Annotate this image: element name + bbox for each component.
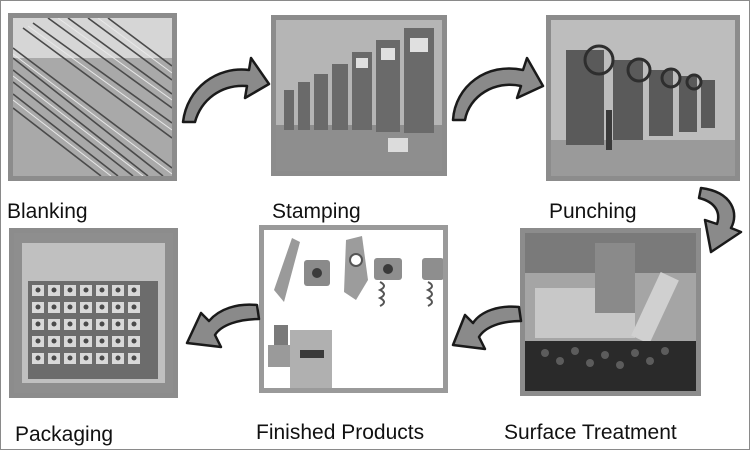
curved-arrow-icon xyxy=(177,56,273,126)
finished-products-photo xyxy=(259,225,448,393)
curved-arrow-icon xyxy=(697,184,745,256)
curved-arrow-icon xyxy=(449,56,547,126)
packaging-photo xyxy=(9,228,178,398)
curved-arrow-icon xyxy=(181,299,261,357)
step-label-finished-products: Finished Products xyxy=(256,421,425,444)
stamping-photo xyxy=(271,15,447,176)
step-label-punching: Punching xyxy=(549,200,637,223)
step-label-stamping: Stamping xyxy=(272,200,361,223)
step-label-packaging: Packaging xyxy=(15,423,114,446)
step-label-surface-treatment: Surface Treatment xyxy=(504,421,677,444)
blanking-photo xyxy=(8,13,177,181)
punching-photo xyxy=(546,15,740,181)
surface-treatment-photo xyxy=(520,228,701,396)
curved-arrow-icon xyxy=(447,301,523,357)
step-label-blanking: Blanking xyxy=(7,200,88,223)
